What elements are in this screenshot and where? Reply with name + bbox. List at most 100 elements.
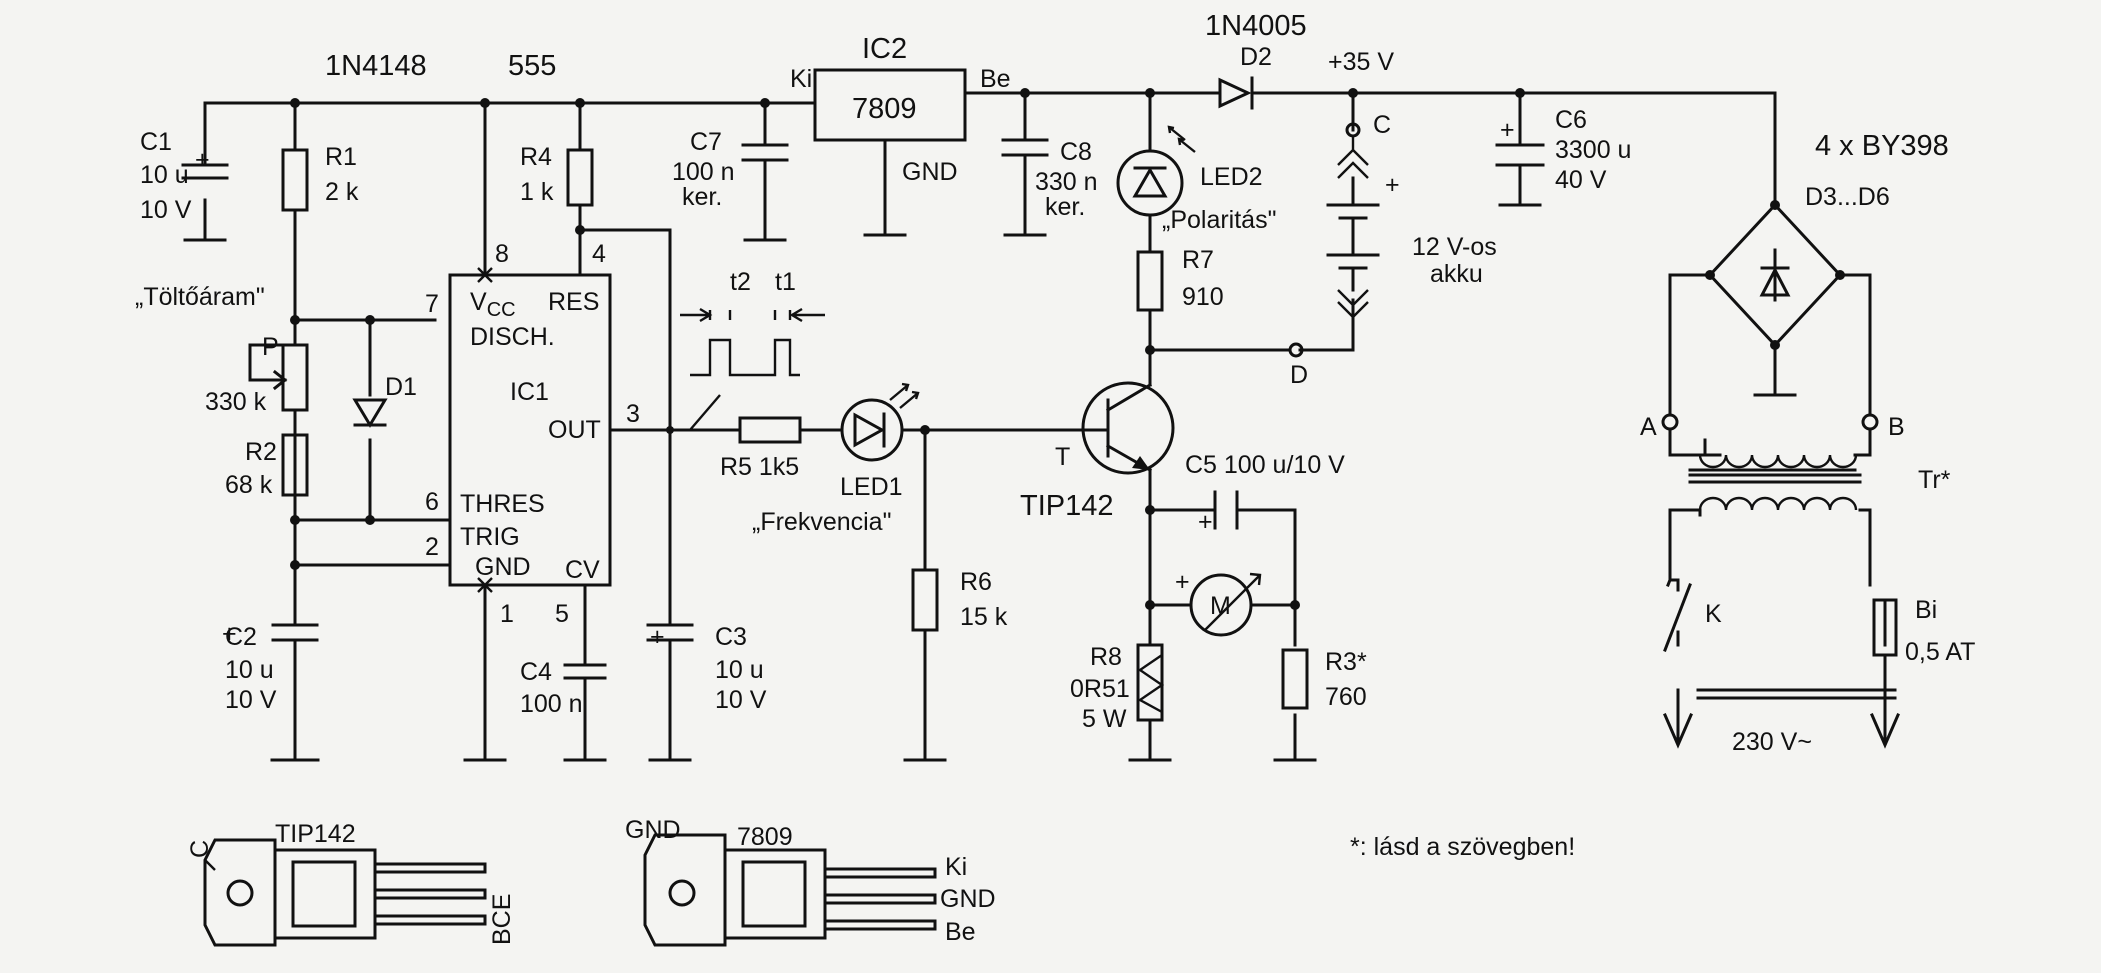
resistor-r3 <box>1281 648 1309 710</box>
label-c6: C6 <box>1555 106 1587 134</box>
label-p-val: 330 k <box>205 388 267 416</box>
label-c5: C5 100 u/10 V <box>1185 451 1345 479</box>
label-pkg2-gnd: GND <box>625 816 681 844</box>
label-batt-plus: + <box>1385 171 1400 199</box>
label-c2-plus: + <box>222 620 237 648</box>
label-be: Be <box>980 65 1011 93</box>
label-c6-val: 3300 u <box>1555 136 1631 164</box>
label-r8-val: 0R51 <box>1070 675 1130 703</box>
ic2-7809-body <box>813 68 967 142</box>
label-r3: R3* <box>1325 648 1367 676</box>
label-tip142: TIP142 <box>1020 490 1114 522</box>
label-c4: C4 <box>520 658 552 686</box>
label-1n4148: 1N4148 <box>325 50 427 82</box>
label-bi: Bi <box>1915 596 1937 624</box>
label-pin8: 8 <box>495 240 509 268</box>
capacitor-c3 <box>646 623 694 662</box>
label-toltoaram: „Töltőáram" <box>135 283 265 311</box>
label-pin7: 7 <box>425 290 439 318</box>
label-c3-val: 10 u <box>715 656 764 684</box>
diode-d1 <box>352 398 388 428</box>
label-pkg2-ki: Ki <box>945 853 967 881</box>
label-c7-ker: ker. <box>682 183 722 211</box>
label-d1: D1 <box>385 373 417 401</box>
label-r2: R2 <box>245 438 277 466</box>
switch-k <box>1663 578 1692 652</box>
label-res: RES <box>548 288 599 316</box>
label-r3-val: 760 <box>1325 683 1367 711</box>
label-c3-v: 10 V <box>715 686 767 714</box>
label-r6: R6 <box>960 568 992 596</box>
resistor-r5 <box>738 416 802 444</box>
label-r8: R8 <box>1090 643 1122 671</box>
label-d3d6: D3...D6 <box>1805 183 1890 211</box>
pin-marks <box>477 267 493 593</box>
label-gnd-ic2: GND <box>902 158 958 186</box>
label-c8-val: 330 n <box>1035 168 1098 196</box>
label-c1-v: 10 V <box>140 196 192 224</box>
mains-arrows <box>1663 713 1900 749</box>
label-r4: R4 <box>520 143 552 171</box>
label-c2-v: 10 V <box>225 686 277 714</box>
label-t: T <box>1055 443 1070 471</box>
capacitor-c4 <box>563 663 607 692</box>
label-pkg1-bce: BCE <box>488 894 516 945</box>
label-r1-val: 2 k <box>325 178 359 206</box>
ic1-555-body <box>448 273 612 587</box>
label-bridge: 4 x BY398 <box>1815 130 1949 162</box>
label-pkg2-be: Be <box>945 918 976 946</box>
waveform-inset <box>680 307 825 431</box>
transformer-tr <box>1688 454 1862 511</box>
label-bi-val: 0,5 AT <box>1905 638 1975 666</box>
label-c5-plus: + <box>1198 508 1213 536</box>
label-pin6: 6 <box>425 488 439 516</box>
meter-m <box>1189 572 1262 637</box>
label-frekvencia: „Frekvencia" <box>752 508 891 536</box>
7809-package <box>643 833 937 947</box>
label-p: P <box>262 333 279 361</box>
resistor-r4 <box>566 148 594 207</box>
capacitor-c6 <box>1495 143 1545 167</box>
label-pkg1-c: C <box>186 840 214 858</box>
label-c7-val: 100 n <box>672 158 735 186</box>
label-cv: CV <box>565 556 600 584</box>
label-r7-val: 910 <box>1182 283 1224 311</box>
fuse-bi <box>1872 598 1898 657</box>
label-r8-w: 5 W <box>1082 705 1127 733</box>
label-m: M <box>1210 592 1231 620</box>
label-pin1: 1 <box>500 600 514 628</box>
label-gnd-ic1: GND <box>475 553 531 581</box>
bridge-rectifier <box>1705 200 1845 350</box>
capacitor-c8 <box>1001 138 1049 157</box>
label-polaritas: „Polaritás" <box>1162 206 1276 234</box>
battery-12v <box>1288 122 1380 358</box>
label-c8-ker: ker. <box>1045 193 1085 221</box>
label-r2-val: 68 k <box>225 471 273 499</box>
resistor-r1 <box>281 148 309 212</box>
label-7809: 7809 <box>852 93 917 125</box>
transistor-t-tip142 <box>1081 381 1175 475</box>
label-1n4005: 1N4005 <box>1205 10 1307 42</box>
label-ic1: IC1 <box>510 378 549 406</box>
label-c1-val: 10 u <box>140 161 189 189</box>
resistor-r7 <box>1136 250 1164 312</box>
label-r5: R5 1k5 <box>720 453 799 481</box>
label-d2: D2 <box>1240 43 1272 71</box>
label-c4-val: 100 n <box>520 690 583 718</box>
label-k: K <box>1705 600 1722 628</box>
capacitor-c1 <box>181 163 229 180</box>
label-c6-plus: + <box>1500 116 1515 144</box>
label-trig: TRIG <box>460 523 520 551</box>
capacitor-c5 <box>1213 490 1239 530</box>
label-term-c: C <box>1373 111 1391 139</box>
label-ic2: IC2 <box>862 33 907 65</box>
label-led2: LED2 <box>1200 163 1263 191</box>
label-plus35: +35 V <box>1328 48 1394 76</box>
label-ki: Ki <box>790 65 812 93</box>
label-c3-plus: + <box>650 623 665 651</box>
label-pin5: 5 <box>555 600 569 628</box>
label-pkg1-name: TIP142 <box>275 820 356 848</box>
label-vcc: VCC <box>470 288 516 321</box>
label-thres: THRES <box>460 490 545 518</box>
